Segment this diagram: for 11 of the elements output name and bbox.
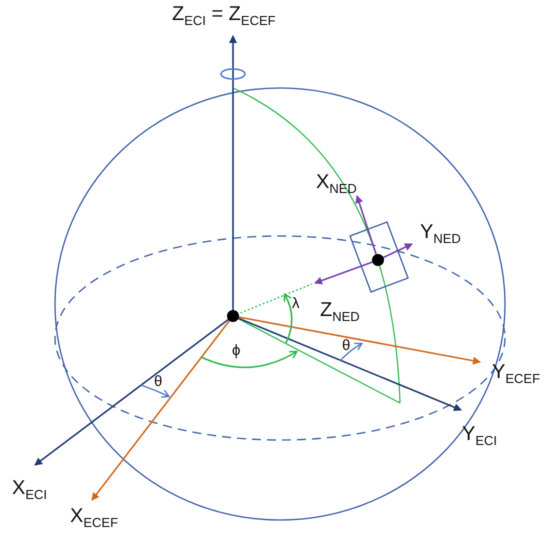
axis-label: X$_{ECI}$ (12, 478, 48, 501)
axis-label: Z$_{ECI}$ = Z$_{ECEF}$ (172, 4, 276, 27)
axis-label: Y$_{NED}$ (420, 222, 461, 245)
angle-label: θ (342, 338, 350, 353)
angle-label: λ (292, 296, 300, 311)
axis-label: Z$_{NED}$ (320, 300, 360, 323)
angle-label: ϕ (232, 343, 240, 358)
axis-label: X$_{ECEF}$ (70, 506, 118, 529)
axis-label: Y$_{ECEF}$ (492, 362, 540, 385)
axis-label: Y$_{ECI}$ (462, 424, 498, 447)
angle-label: θ (154, 374, 162, 389)
